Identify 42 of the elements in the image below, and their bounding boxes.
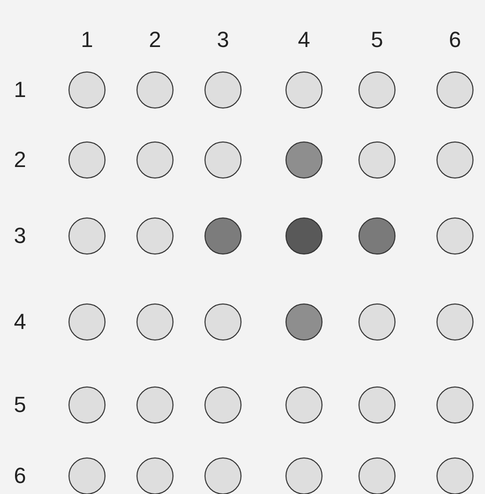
circle-marker (136, 217, 174, 255)
circle-marker (136, 303, 174, 341)
row-number: 4 (12, 310, 28, 334)
column-number: 6 (448, 28, 462, 52)
column-number: 1 (80, 28, 94, 52)
circle-marker (436, 303, 474, 341)
row-number: 5 (12, 393, 28, 417)
circle-marker (358, 141, 396, 179)
circle-marker (68, 71, 106, 109)
circle-marker (358, 71, 396, 109)
circle-marker (285, 217, 323, 255)
circle-marker (68, 386, 106, 424)
row-number: 6 (12, 464, 28, 488)
column-number: 3 (216, 28, 230, 52)
circle-marker (136, 71, 174, 109)
circle-marker (285, 303, 323, 341)
circle-marker (68, 303, 106, 341)
circle-marker (136, 141, 174, 179)
circle-marker (358, 217, 396, 255)
circle-marker (204, 217, 242, 255)
circle-marker (285, 386, 323, 424)
circle-marker (285, 71, 323, 109)
circle-marker (358, 386, 396, 424)
circle-marker (68, 141, 106, 179)
row-number: 1 (12, 78, 28, 102)
circle-marker (285, 141, 323, 179)
circle-marker (204, 141, 242, 179)
circle-marker (204, 303, 242, 341)
circle-marker (204, 386, 242, 424)
circle-marker (136, 386, 174, 424)
circle-marker (358, 303, 396, 341)
circle-marker (436, 141, 474, 179)
circle-marker (436, 386, 474, 424)
circle-marker (436, 217, 474, 255)
row-number: 3 (12, 224, 28, 248)
circle-marker (68, 217, 106, 255)
row-number: 2 (12, 148, 28, 172)
circle-marker (204, 71, 242, 109)
column-number: 5 (370, 28, 384, 52)
column-number: 4 (296, 28, 312, 52)
circle-marker (436, 71, 474, 109)
column-number: 2 (148, 28, 162, 52)
